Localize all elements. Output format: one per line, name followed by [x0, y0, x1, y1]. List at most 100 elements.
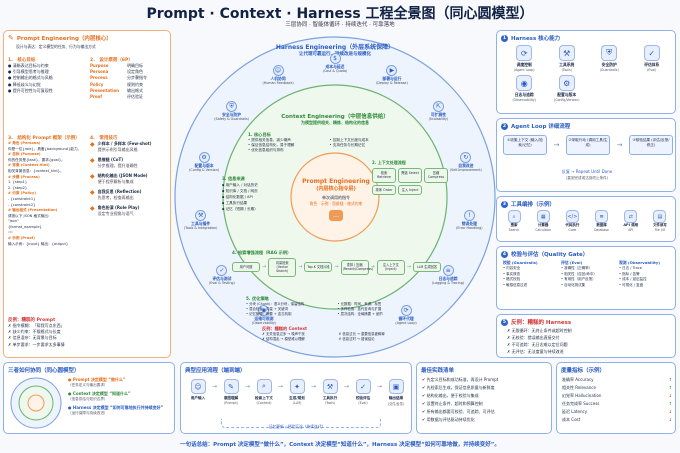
- context-goal-item: • 提供相关信息，减少噪声: [248, 138, 291, 142]
- context-sources-title: 3. 信息来源: [222, 176, 245, 181]
- arrow-icon: →: [244, 383, 251, 390]
- capability-icon: ✓: [643, 45, 660, 61]
- harness-node-icon: !: [463, 210, 475, 222]
- capability-icon: ⚒: [558, 45, 575, 61]
- rag-step: LLM 生成回答: [413, 262, 442, 273]
- framework-line: - {constraint1}: [8, 196, 36, 201]
- principle-key: Process: [90, 75, 108, 81]
- flow-step-icon: ⌕: [256, 379, 272, 394]
- optimization-item: • 元数据：时间、来源、标签: [337, 302, 382, 306]
- optimization-item: • 多样检索：迭代查询与扩展: [337, 307, 382, 311]
- prompt-panel-title: ✎ Prompt Engineering（内层核心）: [8, 34, 112, 42]
- metric-item: 延迟 Latency↓: [562, 408, 672, 416]
- quality-column: 观测 (Observability)• 日志 / Trace• 指标 / 告警•…: [619, 260, 673, 288]
- harness-node-icon: ◉: [258, 304, 270, 316]
- harness-ring-node: ☺人机协同(Human Feedback): [256, 65, 300, 86]
- bad-context-item: ✗ 无关信息过多 → 噪声干扰: [262, 332, 305, 336]
- harness-ring-node: ⇱可扩展性(Scalability): [416, 100, 460, 122]
- harness-ring-node: ▶部署与运行(Deploy & Release): [370, 65, 414, 86]
- prompt-core: [290, 152, 380, 242]
- harness-node-label: 成本与延迟: [325, 64, 345, 69]
- flow-panel: 典型应用流程（端到端） ☺用户输入→✎意图理解(Prompt)→⌕检索上下文(C…: [180, 362, 412, 434]
- flow-step-sub: (Eval): [358, 401, 368, 405]
- best-practice-item: ✔ 所有输出都要可校验、可追踪、可评估: [422, 409, 495, 414]
- arrow-icon: →: [406, 264, 412, 271]
- metric-name: 任务完成率 Success: [562, 401, 600, 406]
- prompt-techniques-title: 4. 常用技巧: [90, 135, 118, 142]
- context-optimization-title: 5. 优化策略: [246, 296, 269, 301]
- context-goals: 1. 核心目标 • 提供相关信息，减少噪声• 保证信息结构化，易于理解• 优化信…: [248, 132, 369, 154]
- quality-item: • 相关性（召回/命中）: [561, 271, 597, 276]
- context-goals-list: • 提供相关信息，减少噪声• 保证信息结构化，易于理解• 优化信息组织与排布• …: [248, 138, 408, 154]
- harness-node-label: 自我改进: [458, 163, 474, 169]
- harness-node-sub: (Error Handling): [456, 226, 483, 231]
- flow-step: ⌕检索上下文(Context): [251, 379, 277, 405]
- quality-gate-columns: 校验 (Guardrails)• 内容安全• 事实核查• 格式校验• 敏感信息过…: [503, 260, 673, 288]
- synergy-sub: （运行保障与持续改进）: [68, 410, 108, 415]
- bad-harness-item: ✗ 无评估：无法度量与持续改进: [507, 349, 564, 354]
- bad-harness-item: ✗ 无校验：错误输出直接交付: [507, 335, 560, 340]
- rag-step: 向量检索 (Vector Search): [268, 258, 297, 277]
- tool-sub: Database: [594, 228, 609, 232]
- flow-step-sub: (LLM): [292, 401, 302, 405]
- prompt-core-desc2: 角色 · 示例 · 思维链 · 格式约束: [309, 201, 363, 206]
- framework-line: # 目标 (Purpose): [8, 152, 41, 157]
- prompt-core-title: Prompt Engineering: [302, 178, 370, 185]
- prompt-techniques-list: ◆少样本 / 多样本 (Few-shot)提供示例引导输出风格◆思维链 (CoT…: [90, 141, 168, 216]
- capability-icon: ⚙: [558, 75, 575, 91]
- technique-name: 少样本 / 多样本 (Few-shot): [97, 141, 152, 146]
- technique-icon: ◆: [90, 141, 95, 148]
- capability-item: ⛨安全防护(Guardrails): [588, 45, 631, 72]
- context-rag-title: 4. 检索增强流程（RAG 示例）: [232, 250, 292, 255]
- harness-node-icon: ☺: [272, 65, 284, 77]
- arrow-icon: →: [376, 383, 383, 390]
- prompt-goals-title: 1. 核心目标: [8, 57, 36, 64]
- harness-ring-node: ◉运维可观测(Observability): [242, 304, 286, 326]
- principle-value: 分步骤指令: [127, 75, 147, 81]
- harness-node-icon: ↻: [460, 152, 472, 164]
- harness-node-label: 安全与防护: [222, 111, 242, 117]
- framework-line: 你的任务是{task}，要求{goal}。: [8, 157, 65, 162]
- flow-step: ✦生成/规划(LLM): [284, 379, 310, 405]
- capability-sub: (Guardrails): [599, 68, 619, 72]
- harness-ring-node: ⚒工具与插件(Tools & Integration): [179, 210, 223, 231]
- harness-node-sub: (Logging & Tracing): [432, 280, 465, 285]
- framework-line: - {constraint2}: [8, 202, 36, 207]
- prompt-framework-title: 3. 结构化 Prompt 框架（示例）: [8, 135, 80, 142]
- flow-step-icon: ✓: [355, 379, 371, 394]
- synergy-text: ● Harness 决定模型 “如何可靠地执行并持续变好”: [68, 405, 164, 410]
- flow-step: ▣输出结果(交付/反馈): [383, 379, 409, 406]
- capability-label: 评估体系: [644, 62, 660, 67]
- bad-context-item: ✗ 信息过时 → 错误结论: [338, 337, 375, 341]
- synergy-title: 三者如何协同（同心圆模型）: [8, 368, 80, 374]
- framework-line: # 角色 (Persona): [8, 141, 41, 145]
- context-step: 排序 Order: [372, 184, 396, 196]
- capability-sub: (Eval): [647, 68, 657, 72]
- rag-step: 注入上下文 (Inject): [376, 260, 405, 275]
- flow-step-icon: ☺: [190, 379, 206, 394]
- quality-item: • 准确性（正确率）: [561, 266, 593, 270]
- bad-prompt-item: ✗ 指令模糊：「帮我写点东西」: [8, 323, 65, 328]
- context-optimization-list: • 分块 (Chunk)：语义分块，保留结构• 元数据：时间、来源、标签• 混合…: [246, 302, 426, 317]
- tool-label: 搜索: [510, 223, 518, 227]
- capability-sub: (Tools): [561, 68, 572, 72]
- synergy-sub: （信息供给与知识边界）: [68, 396, 108, 401]
- capability-item: ⟳调度控制(Agent Loop): [503, 45, 546, 72]
- framework-line: 1. {step1}: [8, 180, 28, 185]
- harness-ring-node: ↻自我改进(Self-Improvement): [444, 152, 488, 173]
- bad-context-item: ✗ 结构混乱 → 模型难以理解: [262, 337, 305, 341]
- arrow-icon: →: [370, 264, 375, 271]
- prompt-goals-list: ● 清晰表达目标与约束● 引导模型思考与推理● 控制输出的格式与风格● 降低歧义…: [8, 63, 84, 94]
- harness-node-sub: (Deploy & Release): [376, 81, 408, 86]
- harness-node-label: 部署与运行: [382, 76, 402, 82]
- quality-item: • 内容安全: [503, 266, 521, 270]
- tool-icon: ▤: [653, 210, 667, 223]
- metric-item: 准确率 Accuracy↑: [562, 376, 672, 384]
- context-source-item: ▪ 知识库 / 文档 / 网页: [222, 189, 258, 193]
- metric-item: 任务完成率 Success↑: [562, 400, 672, 408]
- harness-ring-node: ⟳循环代理(Agent Loop): [384, 304, 428, 326]
